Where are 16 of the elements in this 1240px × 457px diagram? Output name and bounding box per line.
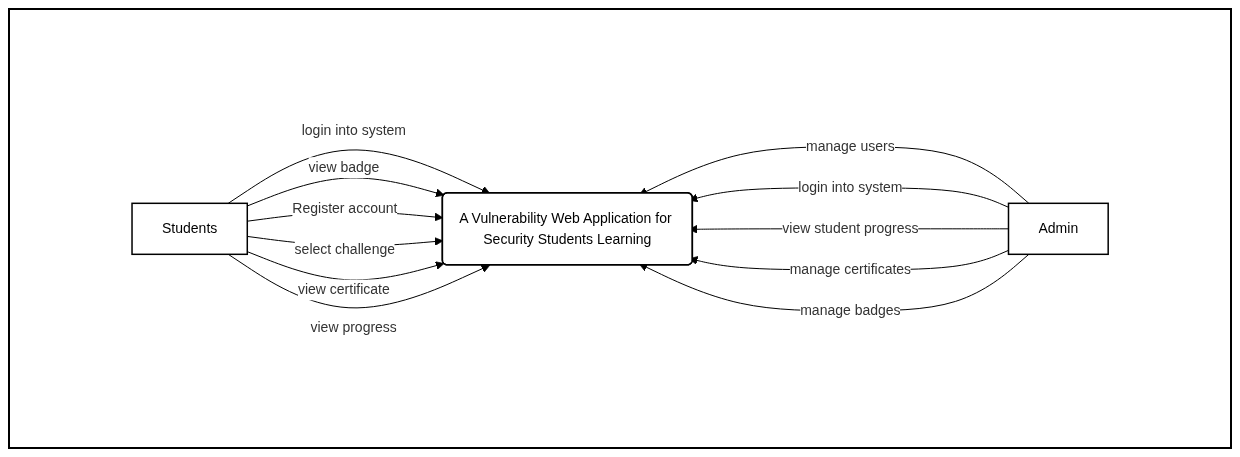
- edge-label: view certificate: [297, 281, 390, 298]
- node-box: [1007, 202, 1109, 255]
- node-box: [131, 202, 248, 255]
- edge-label: manage users: [805, 137, 895, 154]
- edge-label: login into system: [301, 121, 406, 138]
- diagram-frame: login into system view badge Register account select challenge view certificate view progress manage users login into system view student progress manage certificates manage badges Students A Vulnerability Web Application for Security Students Learning Admin: [8, 8, 1232, 449]
- arrow: [638, 253, 1030, 311]
- edge-label: manage certificates: [789, 260, 911, 277]
- edge-label: view badge: [308, 158, 380, 175]
- edge-label: login into system: [798, 178, 903, 195]
- edge-label: Register account: [292, 199, 398, 216]
- edge-label: select challenge: [294, 240, 395, 257]
- edge-label: manage badges: [800, 301, 901, 318]
- arrow: [227, 253, 490, 308]
- edge-label: view student progress: [782, 219, 919, 236]
- edge-label: view progress: [310, 318, 397, 335]
